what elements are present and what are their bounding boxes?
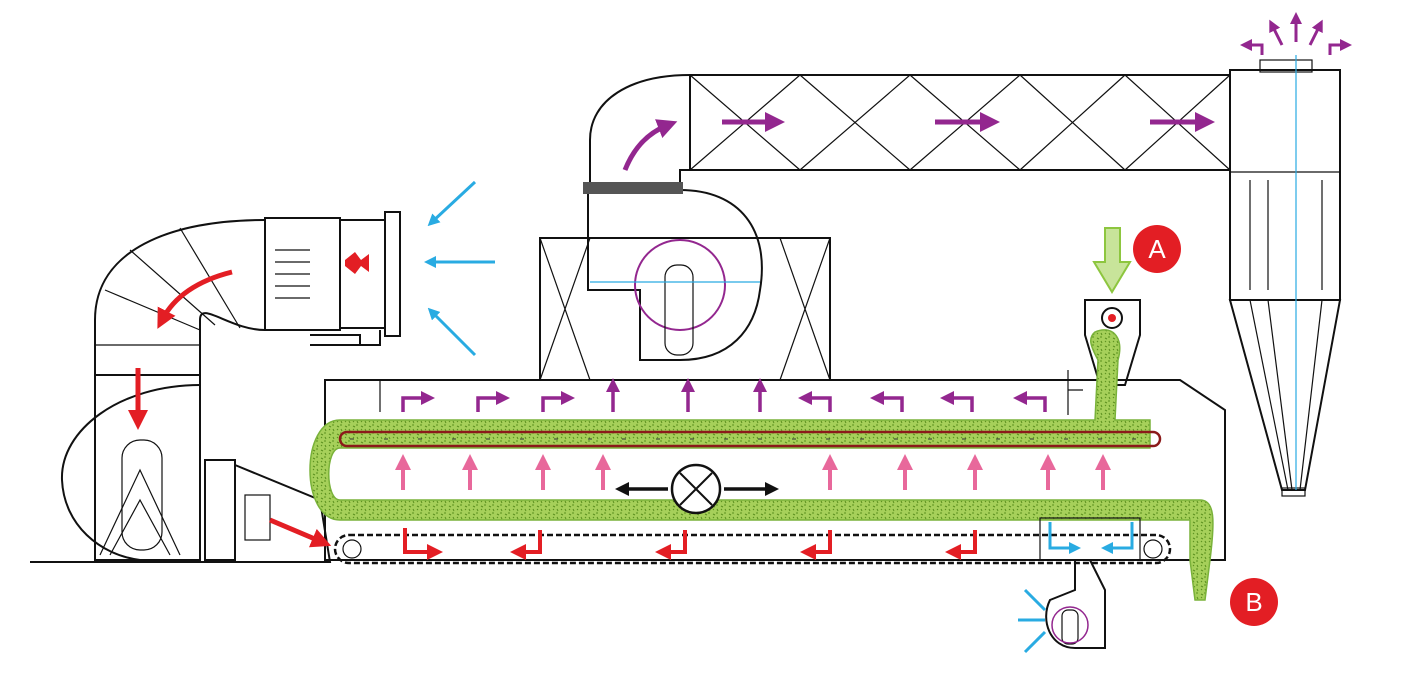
feed-hopper [1067,299,1141,415]
exhaust-fan [583,182,763,361]
label-a-text: A [1148,234,1166,264]
heater-section [204,459,332,563]
label-a-inlet: A [1133,225,1181,273]
flame-icon [345,252,369,274]
cyclone [1228,55,1342,497]
main-fan [30,374,330,563]
feed-arrow-icon [1092,227,1132,294]
hot-air-bottom-arrows [403,528,977,560]
cooling-air-arrows [1039,517,1141,561]
recirculation-arrows [401,378,1047,412]
hot-air-arrows [128,269,332,548]
cooling-fan [1018,559,1106,654]
fresh-air-arrows [424,180,495,357]
label-b-outlet: B [1230,578,1278,626]
drying-air-arrows [395,454,1111,490]
duct-flow-arrows [622,112,1215,171]
fan-support-frame [539,237,831,381]
burner-inlet [264,211,401,346]
lower-conveyor [333,533,1172,565]
exhaust-duct [589,74,1231,182]
upper-conveyor [338,430,1162,448]
label-b-text: B [1245,587,1262,617]
circulation-fan-symbol [615,463,779,515]
product-stream [309,329,1214,601]
exhaust-outlet-arrows [1240,12,1352,55]
elbow-duct [94,219,266,390]
dryer-body [324,379,1226,561]
